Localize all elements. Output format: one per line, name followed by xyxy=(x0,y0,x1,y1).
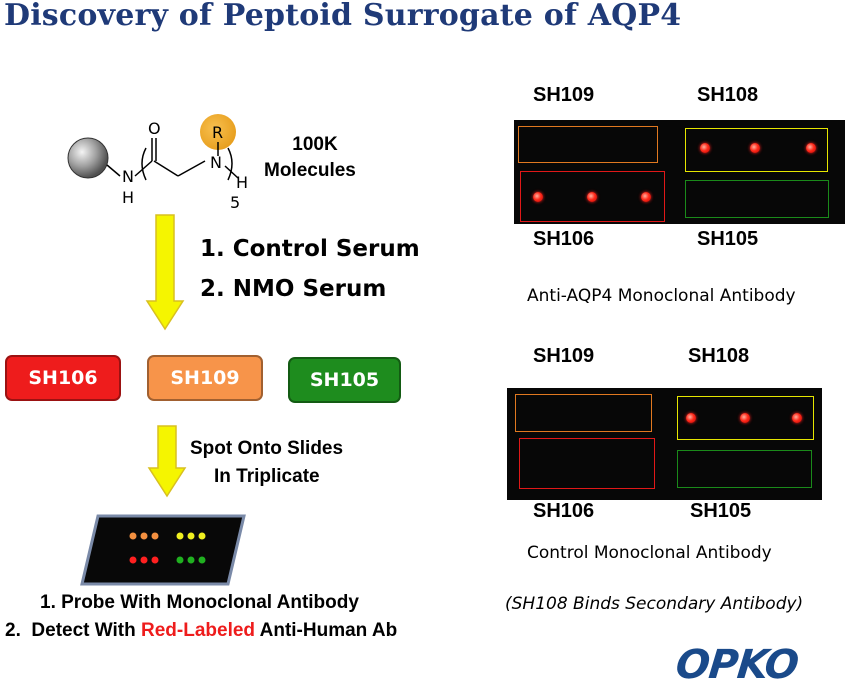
hit-sh105: SH105 xyxy=(288,357,401,403)
red-labeled-text: Red-Labeled xyxy=(141,620,256,641)
panel1-slide xyxy=(514,120,845,224)
probe-step-2-suffix: Anti-Human Ab xyxy=(255,620,398,641)
panel1-spot xyxy=(641,192,651,202)
glass-slide-illustration xyxy=(80,514,246,586)
atom-h2: H xyxy=(236,173,248,192)
panel1-spot xyxy=(587,192,597,202)
panel2-label-sh105: SH105 xyxy=(690,500,752,522)
step-nmo-serum: 2. NMO Serum xyxy=(200,276,387,302)
panel1-box-sh106 xyxy=(520,171,665,222)
spot-text-line2: In Triplicate xyxy=(214,466,320,487)
down-arrow-icon xyxy=(145,214,185,331)
page-title: Discovery of Peptoid Surrogate of AQP4 xyxy=(4,0,682,33)
atom-n1: N xyxy=(122,167,134,186)
molecule-count: 100K xyxy=(292,134,338,155)
hit-sh109: SH109 xyxy=(147,355,263,401)
down-arrow-icon-2 xyxy=(147,425,187,498)
panel2-box-sh108 xyxy=(677,396,814,440)
peptoid-structure: N H O R N H 5 xyxy=(67,114,248,212)
panel1-spot xyxy=(700,143,710,153)
panel2-slide xyxy=(507,388,822,500)
panel2-note: (SH108 Binds Secondary Antibody) xyxy=(505,594,804,614)
panel1-label-sh105: SH105 xyxy=(697,228,759,250)
r-group-circle xyxy=(200,114,236,150)
panel1-box-sh105 xyxy=(685,180,829,218)
panel1-spot xyxy=(750,143,760,153)
panel2-box-sh109 xyxy=(515,394,652,432)
resin-bead xyxy=(67,137,109,179)
probe-step-2-prefix: 2. Detect With xyxy=(5,620,142,641)
panel2-spot xyxy=(792,413,802,423)
panel2-box-sh105 xyxy=(677,450,812,488)
panel1-box-sh109 xyxy=(518,126,658,163)
panel1-label-sh106: SH106 xyxy=(533,228,595,250)
panel2-spot xyxy=(740,413,750,423)
subscript-5: 5 xyxy=(230,193,240,212)
step-control-serum: 1. Control Serum xyxy=(200,236,420,262)
panel2-label-sh108: SH108 xyxy=(688,345,750,367)
atom-n2: N xyxy=(210,153,222,172)
panel2-caption: Control Monoclonal Antibody xyxy=(527,543,772,563)
panel1-label-sh109: SH109 xyxy=(533,84,595,106)
atom-h1: H xyxy=(122,188,134,207)
probe-step-2: 2. Detect With Red-Labeled Anti-Human Ab xyxy=(5,620,397,642)
panel2-label-sh106: SH106 xyxy=(533,500,595,522)
panel1-caption: Anti-AQP4 Monoclonal Antibody xyxy=(527,286,796,306)
panel2-label-sh109: SH109 xyxy=(533,345,595,367)
panel1-box-sh108 xyxy=(685,128,828,172)
hit-sh106: SH106 xyxy=(5,355,121,401)
opko-logo: OPKO xyxy=(673,642,801,688)
probe-step-1: 1. Probe With Monoclonal Antibody xyxy=(40,592,359,613)
atom-r: R xyxy=(212,123,223,142)
spot-text-line1: Spot Onto Slides xyxy=(190,438,344,459)
atom-o: O xyxy=(148,119,161,138)
panel1-spot xyxy=(806,143,816,153)
molecule-label: Molecules xyxy=(264,160,356,181)
panel2-spot xyxy=(686,413,696,423)
panel1-spot xyxy=(533,192,543,202)
panel2-box-sh106 xyxy=(519,438,655,489)
panel1-label-sh108: SH108 xyxy=(697,84,759,106)
